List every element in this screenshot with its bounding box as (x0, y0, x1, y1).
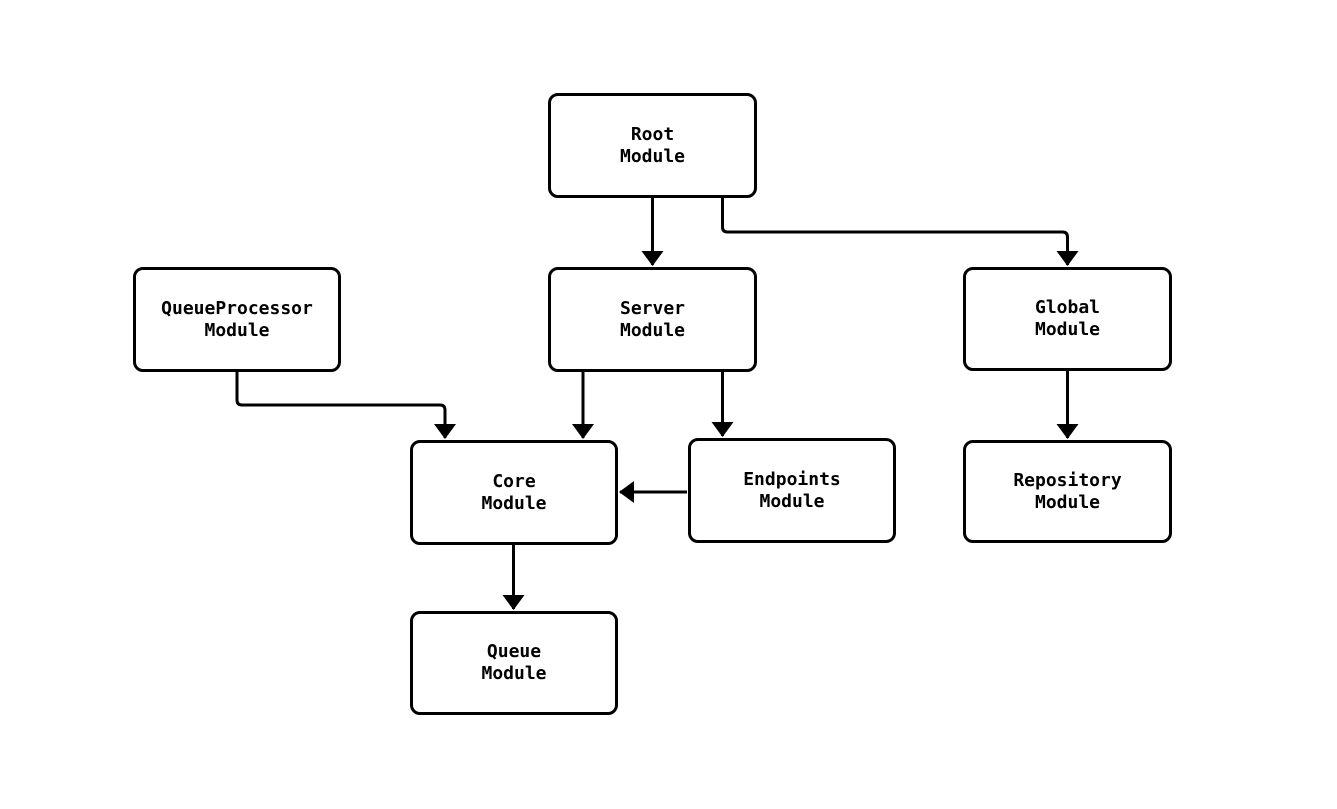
node-repository-module-label-line1: Repository (1013, 469, 1122, 491)
node-root-module-label-line2: Module (619, 145, 686, 167)
node-queue-module-label-line2: Module (481, 663, 547, 684)
node-core-module-label-line2: Module (481, 492, 547, 514)
node-server-module: Server Module (548, 267, 757, 372)
node-queue-module-label-line1: Queue (486, 641, 542, 662)
node-repository-module-label-line2: Module (1034, 491, 1101, 513)
node-root-module: Root Module (548, 93, 757, 198)
node-global-module: Global Module (963, 267, 1172, 371)
edge-queueprocessor-to-core-arrow (235, 371, 456, 439)
node-queue-module: Queue Module (410, 611, 618, 715)
node-endpoints-module-label-line1: Endpoints (743, 468, 841, 490)
node-endpoints-module-label-line2: Module (759, 490, 825, 512)
node-root-module-label-line1: Root (630, 123, 675, 145)
edge-root-to-global-arrow (721, 197, 1079, 266)
node-endpoints-module: Endpoints Module (688, 438, 896, 543)
node-queueprocessor-module-label-line1: QueueProcessor (161, 297, 313, 319)
node-repository-module: Repository Module (963, 440, 1172, 543)
node-server-module-label-line2: Module (619, 319, 686, 341)
node-queueprocessor-module-label-line2: Module (204, 319, 270, 341)
node-core-module-label-line1: Core (492, 470, 536, 492)
node-core-module: Core Module (410, 440, 618, 545)
node-queueprocessor-module: QueueProcessor Module (133, 267, 341, 372)
node-global-module-label-line1: Global (1034, 297, 1101, 318)
node-server-module-label-line1: Server (619, 297, 686, 319)
node-global-module-label-line2: Module (1034, 319, 1101, 340)
